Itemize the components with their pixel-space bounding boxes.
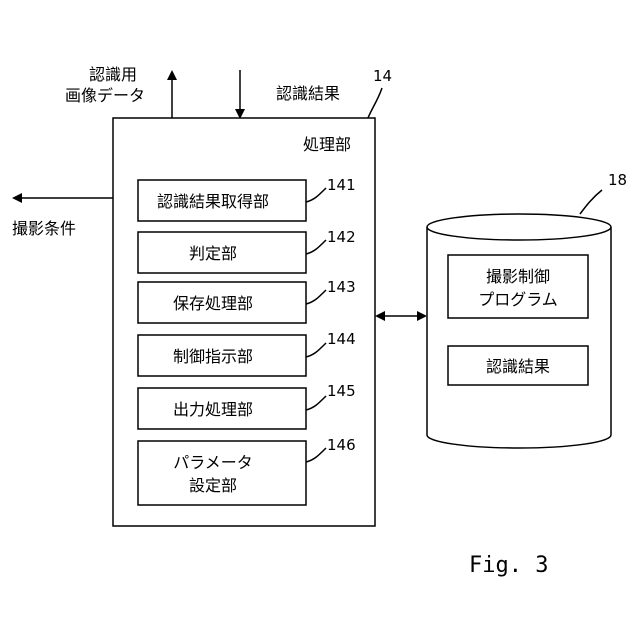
figure-caption: Fig. 3 [469, 553, 548, 578]
module-ref-141: 141 [327, 176, 356, 194]
shooting-conditions-label: 撮影条件 [12, 219, 76, 238]
storage-cylinder-top [427, 214, 611, 240]
module-ref-145: 145 [327, 382, 356, 400]
module-ref-143: 143 [327, 278, 356, 296]
recognition-result-label: 認識結果 [276, 84, 340, 103]
processing-unit-title: 処理部 [303, 135, 351, 154]
storage-ref-number: 18 [608, 171, 627, 189]
module-ref-146: 146 [327, 436, 356, 454]
module-label-146-line2: 設定部 [189, 476, 237, 495]
module-label-145: 出力処理部 [173, 400, 253, 419]
module-ref-142: 142 [327, 228, 356, 246]
stored-results-label: 認識結果 [486, 357, 550, 376]
module-label-143: 保存処理部 [173, 294, 253, 313]
recognition-image-data-label-line1: 認識用 [89, 65, 137, 84]
module-label-141: 認識結果取得部 [157, 192, 269, 211]
processing-unit-ref-number: 14 [373, 67, 392, 85]
program-label-line2: プログラム [478, 290, 558, 309]
module-label-146-line1: パラメータ [173, 453, 253, 472]
module-ref-144: 144 [327, 330, 356, 348]
module-box-146 [138, 441, 306, 505]
storage-leader-line [580, 190, 602, 214]
processing-unit-leader-line [368, 88, 382, 118]
program-label-line1: 撮影制御 [486, 267, 550, 286]
module-label-142: 判定部 [189, 244, 237, 263]
module-label-144: 制御指示部 [173, 347, 253, 366]
recognition-image-data-label-line2: 画像データ [65, 86, 145, 105]
